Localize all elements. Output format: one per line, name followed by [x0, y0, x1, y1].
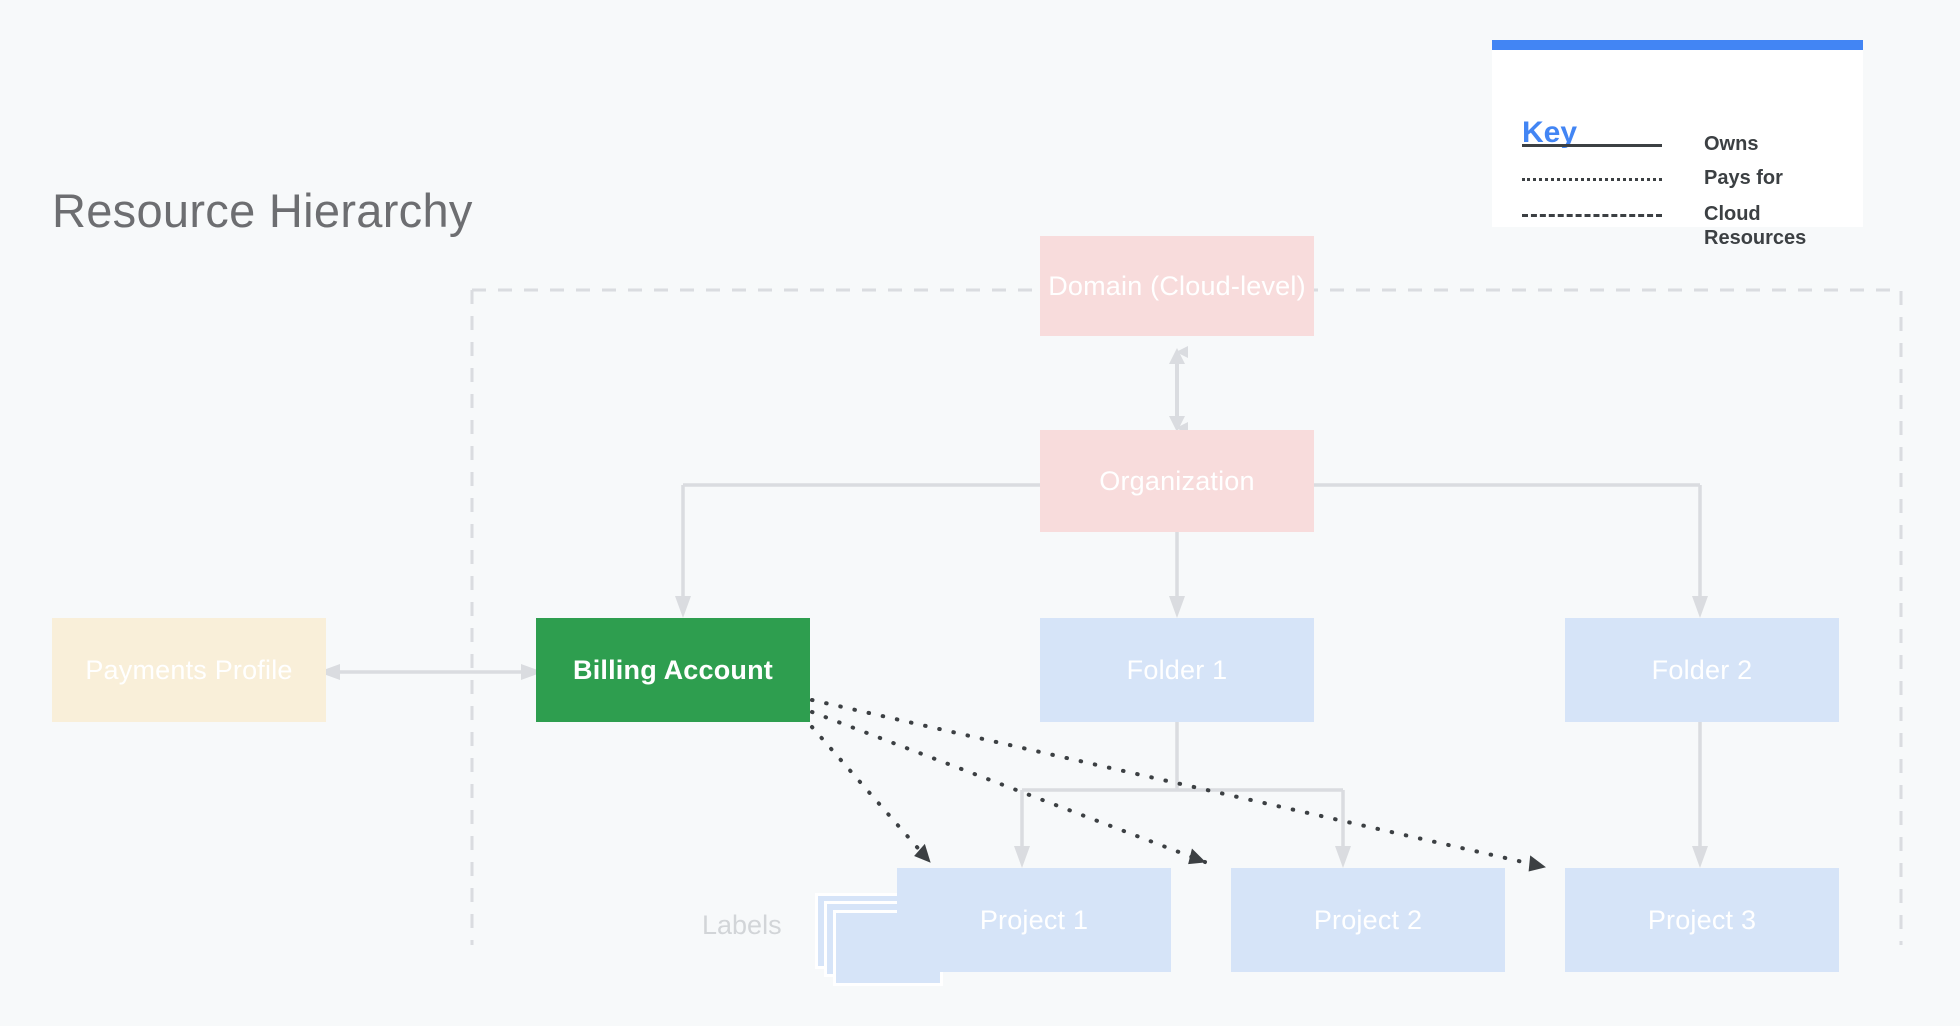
node-folder-1[interactable]: Folder 1 [1040, 618, 1314, 722]
node-organization-label: Organization [1099, 465, 1255, 496]
node-project-2[interactable]: Project 2 [1231, 868, 1505, 972]
node-payments-profile-label: Payments Profile [85, 654, 293, 685]
node-project-3[interactable]: Project 3 [1565, 868, 1839, 972]
key-row-pays-for: Pays for [1522, 167, 1842, 191]
key-label-cloud-resources: Cloud Resources [1704, 203, 1807, 249]
node-project-1-label: Project 1 [979, 904, 1089, 935]
node-folder-2[interactable]: Folder 2 [1565, 618, 1839, 722]
edge-folder2-project3 [1692, 722, 1708, 868]
edge-folder1-projects [1014, 722, 1351, 868]
edges-billing-pays-for [810, 698, 1547, 872]
dashed-line-icon [1522, 206, 1664, 224]
node-billing-account-label: Billing Account [573, 654, 773, 685]
node-project-3-label: Project 3 [1647, 904, 1757, 935]
key-row-cloud-resources: Cloud Resources [1522, 203, 1842, 250]
node-payments-profile[interactable]: Payments Profile [52, 618, 326, 722]
key-label-pays-for: Pays for [1704, 167, 1783, 189]
node-organization[interactable]: Organization [1040, 430, 1314, 532]
key-label-owns: Owns [1704, 133, 1759, 155]
node-project-2-label: Project 2 [1313, 904, 1423, 935]
key-row-owns: Owns [1522, 133, 1842, 157]
labels-caption: Labels [702, 910, 782, 940]
node-domain-label: Domain (Cloud-level) [1048, 270, 1306, 301]
node-folder-2-label: Folder 2 [1651, 654, 1753, 685]
edge-domain-organization [1169, 346, 1188, 434]
edge-payments-billing [318, 664, 543, 680]
key-accent-bar [1492, 40, 1863, 50]
node-domain[interactable]: Domain (Cloud-level) [1040, 236, 1314, 336]
solid-line-icon [1522, 136, 1664, 154]
dotted-line-icon [1522, 170, 1664, 188]
key-title: Key [1522, 116, 1578, 149]
node-billing-account[interactable]: Billing Account [536, 618, 810, 722]
page-title: Resource Hierarchy [52, 184, 473, 237]
node-project-1[interactable]: Project 1 [897, 868, 1171, 972]
key-legend: Key Owns Pays for Cloud Resources [1492, 40, 1863, 249]
node-folder-1-label: Folder 1 [1126, 654, 1228, 685]
